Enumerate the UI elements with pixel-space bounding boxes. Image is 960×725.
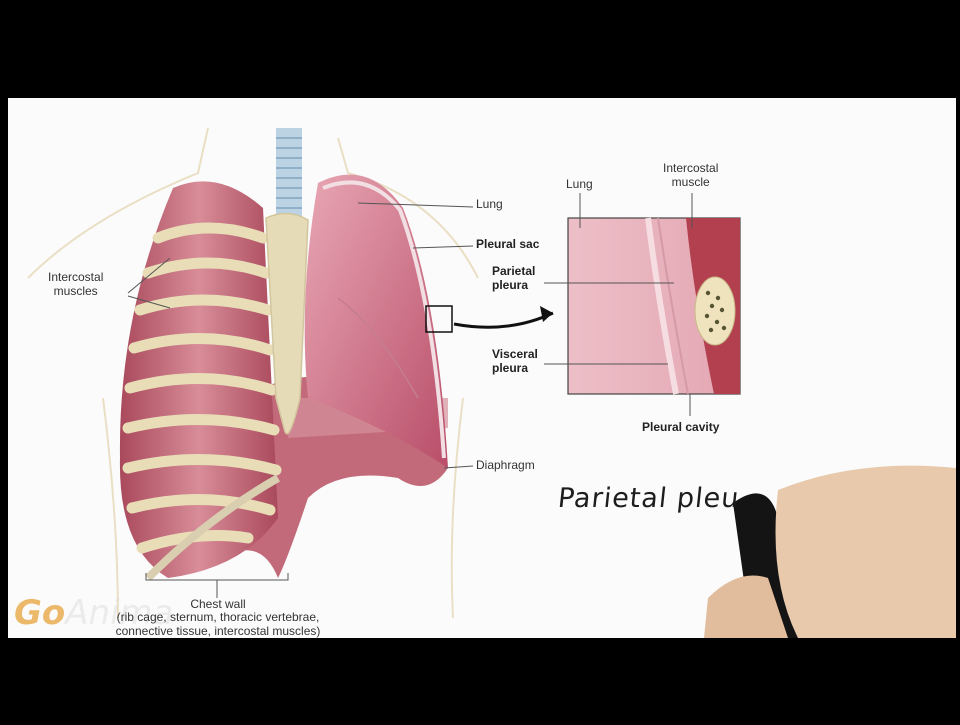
- label-visceral-pleura: Visceral pleura: [492, 348, 538, 376]
- label-parietal-pleura: Parietal pleura: [492, 265, 535, 293]
- label-intercostal-muscles: Intercostal muscles: [48, 271, 103, 299]
- arrow-head: [540, 306, 553, 322]
- chest-wall-desc-2: connective tissue, intercostal muscles): [78, 625, 358, 638]
- watermark-go: Go: [14, 593, 65, 633]
- zoom-arrow: [454, 313, 553, 327]
- label-intercostal-muscle: Intercostal muscle: [663, 162, 718, 190]
- label-inset-lung: Lung: [566, 178, 593, 192]
- label-pleural-cavity: Pleural cavity: [642, 421, 719, 435]
- handwritten-text: Parietal pleu: [556, 483, 741, 514]
- inset-rib: [695, 277, 735, 345]
- label-diaphragm: Diaphragm: [476, 459, 535, 473]
- label-lung: Lung: [476, 198, 503, 212]
- thorax-illustration: [8, 98, 956, 638]
- chest-wall-caption: Chest wall (rib cage, sternum, thoracic …: [78, 598, 358, 638]
- hand: [776, 466, 957, 638]
- chest-wall-title: Chest wall: [78, 598, 358, 611]
- chest-wall-desc-1: (rib cage, sternum, thoracic vertebrae,: [78, 611, 358, 624]
- label-pleural-sac: Pleural sac: [476, 238, 539, 252]
- diagram-stage: Lung Pleural sac Intercostal muscles Dia…: [8, 98, 956, 638]
